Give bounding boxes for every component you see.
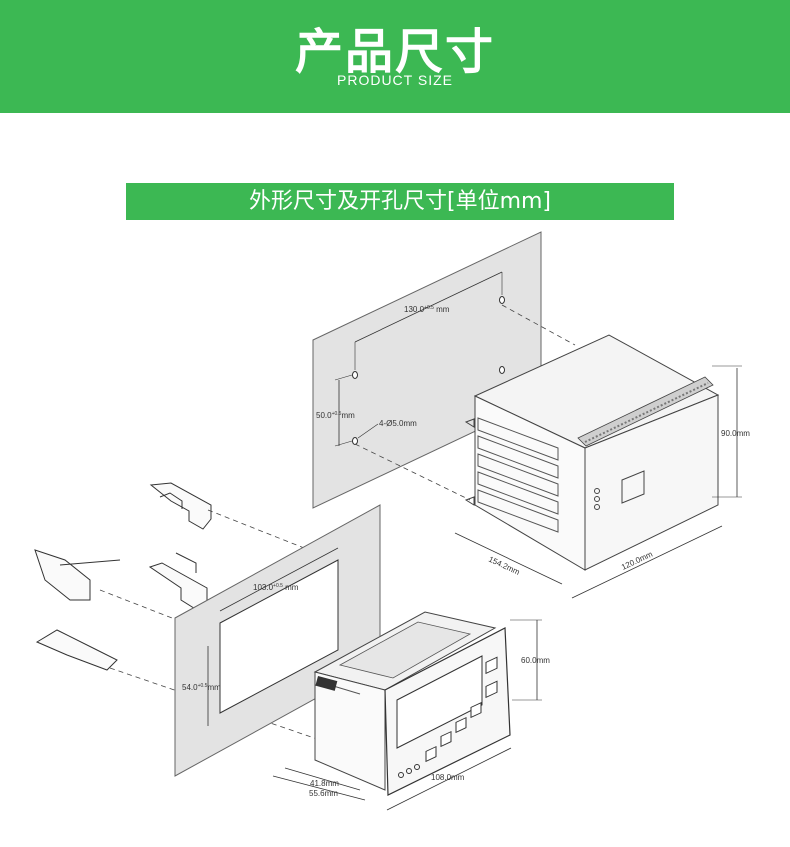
upper-meter-box <box>464 334 720 571</box>
dim-front-width: 108.0mm <box>431 773 465 782</box>
dim-depth-b: 55.6mm <box>309 789 338 798</box>
page-title: 产品尺寸 <box>294 24 495 80</box>
lower-meter <box>313 611 511 796</box>
hole <box>352 437 358 445</box>
section-title: 外形尺寸及开孔尺寸[单位mm] <box>126 183 674 220</box>
dim-box-depth: 154.2mm <box>487 555 521 577</box>
panel-cutout <box>219 559 339 714</box>
dim-top-width: 130.0+0.5 mm <box>404 305 450 314</box>
hole <box>499 366 505 374</box>
page-subtitle: PRODUCT SIZE <box>337 72 453 88</box>
dim-front-height: 60.0mm <box>521 656 550 665</box>
hole <box>352 371 358 379</box>
hole <box>499 296 505 304</box>
dim-cut-width: 103.0+0.5 mm <box>253 583 299 592</box>
dim-box-height: 90.0mm <box>721 429 750 438</box>
dim-holes: 4-Ø5.0mm <box>379 419 417 428</box>
dim-cut-height: 54.0+0.5mm <box>182 683 221 692</box>
mounting-clips <box>34 482 212 671</box>
dim-depth-a: 41.8mm <box>310 779 339 788</box>
header-banner: 产品尺寸 PRODUCT SIZE <box>0 0 790 113</box>
dim-top-height: 50.0+0.5mm <box>316 411 355 420</box>
